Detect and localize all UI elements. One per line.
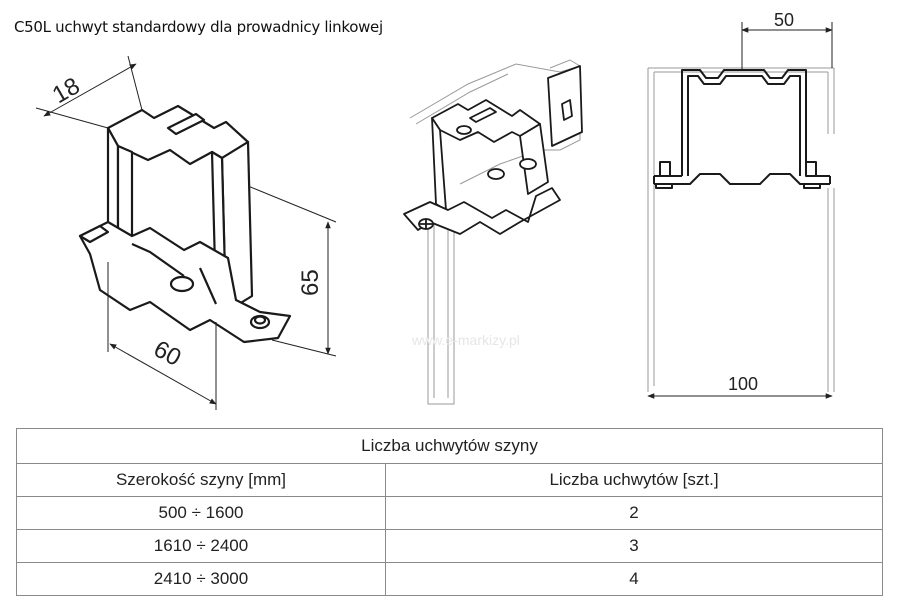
- cell-rail-width: 2410 ÷ 3000: [16, 562, 386, 596]
- table-header-row: Szerokość szyny [mm] Liczba uchwytów [sz…: [16, 463, 883, 497]
- drawing-title: C50L uchwyt standardowy dla prowadnicy l…: [14, 18, 383, 36]
- dimension-label-65: 65: [297, 269, 324, 296]
- table-row: 2410 ÷ 3000 4: [16, 562, 883, 596]
- cell-rail-width: 1610 ÷ 2400: [16, 529, 386, 563]
- dimension-label-50: 50: [774, 10, 794, 30]
- bracket-count-table: Liczba uchwytów szyny Szerokość szyny [m…: [16, 428, 883, 596]
- technical-drawing: 18 65 60: [35, 10, 835, 410]
- dimension-60: [107, 262, 217, 410]
- dimension-label-100: 100: [728, 374, 758, 394]
- table-title-row: Liczba uchwytów szyny: [16, 428, 883, 464]
- cell-bracket-count: 3: [385, 529, 883, 563]
- cell-bracket-count: 2: [385, 496, 883, 530]
- cell-rail-width: 500 ÷ 1600: [16, 496, 386, 530]
- header-bracket-count: Liczba uchwytów [szt.]: [385, 463, 883, 497]
- table-row: 1610 ÷ 2400 3: [16, 529, 883, 563]
- assembly-view: [403, 59, 583, 405]
- dimension-18: [35, 55, 143, 129]
- isometric-bracket: [78, 104, 292, 344]
- front-view: 50 100: [647, 10, 835, 399]
- dimension-65: [247, 185, 337, 357]
- cell-bracket-count: 4: [385, 562, 883, 596]
- watermark-text: www.e-markizy.pl: [412, 332, 520, 348]
- dimension-label-60: 60: [149, 335, 185, 371]
- table-row: 500 ÷ 1600 2: [16, 496, 883, 530]
- table-title: Liczba uchwytów szyny: [16, 428, 883, 464]
- dimension-label-18: 18: [48, 72, 85, 109]
- header-rail-width: Szerokość szyny [mm]: [16, 463, 386, 497]
